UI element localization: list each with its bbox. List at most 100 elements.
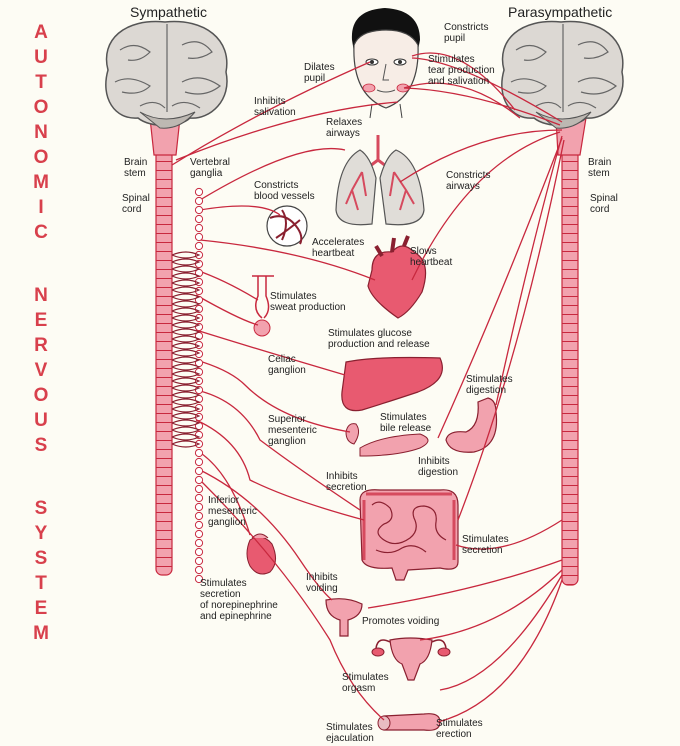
adrenal-kidney-illustration (246, 533, 276, 575)
label-constricts-airways: Constricts airways (446, 170, 491, 192)
side-title-letter: M (33, 623, 49, 644)
sympathetic-spinal-cord (155, 149, 173, 576)
ganglion-connection (171, 258, 201, 266)
label-stimulates-orgasm: Stimulates orgasm (342, 672, 389, 694)
stomach-illustration (445, 397, 498, 453)
label-stimulates-tear: Stimulates tear production and salivatio… (428, 54, 495, 87)
nerve-pathways (171, 52, 565, 723)
side-title-letter: I (38, 197, 44, 218)
ganglion-bead (194, 574, 204, 584)
uterus-illustration (371, 637, 451, 681)
label-brain-stem-right: Brain stem (588, 157, 612, 179)
sympathetic-ganglion-chain (171, 187, 204, 584)
parasympathetic-title: Parasympathetic (508, 4, 613, 20)
ganglion-connection (171, 279, 201, 287)
label-stimulates-secretion: Stimulates secretion (462, 534, 509, 556)
ganglion-bead (194, 502, 204, 512)
side-title-letter: S (34, 435, 48, 456)
label-stimulates-norepinephrine: Stimulates secretion of norepinephrine a… (200, 578, 278, 622)
ganglion-connection (171, 356, 201, 364)
label-stimulates-ejaculation: Stimulates ejaculation (326, 722, 374, 744)
parasympathetic-spinal-cord (561, 149, 579, 586)
side-title-letter: T (35, 72, 47, 93)
ganglion-connection (171, 307, 201, 315)
ganglion-connection (171, 398, 201, 406)
side-title-letter: R (34, 335, 48, 356)
ganglion-bead (194, 475, 204, 485)
ganglion-bead (194, 223, 204, 233)
ganglion-connection (171, 384, 201, 392)
ganglion-bead (194, 448, 204, 458)
label-stimulates-sweat: Stimulates sweat production (270, 291, 346, 313)
ganglion-bead (194, 214, 204, 224)
ganglion-connection (171, 314, 201, 322)
ganglion-connection (171, 426, 201, 434)
ganglion-connection (171, 419, 201, 427)
label-inhibits-digestion: Inhibits digestion (418, 456, 459, 478)
ganglion-bead (194, 241, 204, 251)
ganglion-connection (171, 293, 201, 301)
label-vertebral-ganglia: Vertebral ganglia (190, 157, 231, 179)
penis-illustration (377, 713, 441, 731)
ganglion-bead (194, 484, 204, 494)
ganglion-bead (194, 232, 204, 242)
label-constricts-pupil: Constricts pupil (444, 22, 489, 44)
ganglion-bead (194, 538, 204, 548)
ganglion-connection (171, 328, 201, 336)
side-title-letter: M (33, 172, 49, 193)
ganglion-connection (171, 363, 201, 371)
ganglion-bead (194, 457, 204, 467)
ganglion-bead (194, 520, 204, 530)
ganglion-connection (171, 272, 201, 280)
label-promotes-voiding: Promotes voiding (362, 616, 440, 627)
ganglion-connection (171, 265, 201, 273)
label-stimulates-bile: Stimulates bile release (380, 412, 432, 434)
label-relaxes-airways: Relaxes airways (326, 117, 363, 139)
ganglion-bead (194, 556, 204, 566)
blood-vessels-illustration (266, 205, 308, 247)
intestines-illustration (359, 489, 459, 581)
label-slows-heartbeat: Slows heartbeat (410, 246, 453, 268)
ganglion-bead (194, 511, 204, 521)
side-title-letter: S (34, 548, 48, 569)
side-title-letter: T (35, 573, 47, 594)
label-superior-mesenteric: Superior mesenteric ganglion (268, 414, 317, 447)
side-title-letter: U (34, 410, 48, 431)
bladder-illustration (325, 598, 363, 637)
ganglion-connection (171, 286, 201, 294)
side-title-letter: O (33, 385, 49, 406)
ganglion-bead (194, 547, 204, 557)
lungs-illustration (335, 135, 425, 226)
ganglion-bead (194, 565, 204, 575)
side-title-letter: C (34, 222, 48, 243)
label-inhibits-voiding: Inhibits voiding (306, 572, 338, 594)
side-title-letter: V (34, 360, 48, 381)
heart-illustration (367, 235, 427, 319)
label-stimulates-digestion: Stimulates digestion (466, 374, 513, 396)
right-brain (501, 20, 624, 129)
ganglion-connection (171, 433, 201, 441)
side-title-letter: O (33, 97, 49, 118)
side-title-letter: O (33, 147, 49, 168)
ganglion-connection (171, 251, 201, 259)
label-spinal-cord-right: Spinal cord (590, 193, 618, 215)
pancreas-illustration (359, 433, 429, 457)
head-illustration (351, 8, 420, 119)
label-inferior-mesenteric: Inferior mesenteric ganglion (208, 495, 257, 528)
ganglion-bead (194, 187, 204, 197)
liver-illustration (341, 356, 443, 412)
ganglion-connection (171, 342, 201, 350)
label-accelerates-heartbeat: Accelerates heartbeat (312, 237, 365, 259)
side-title-letter: E (34, 598, 48, 619)
ganglion-bead (194, 196, 204, 206)
label-inhibits-secretion: Inhibits secretion (326, 471, 367, 493)
gallbladder-illustration (345, 423, 360, 445)
ganglion-connection (171, 377, 201, 385)
side-title-letter: N (34, 122, 48, 143)
label-stimulates-erection: Stimulates erection (436, 718, 483, 740)
side-title-letter: A (34, 22, 48, 43)
label-inhibits-salivation: Inhibits salivation (254, 96, 296, 118)
ganglion-connection (171, 391, 201, 399)
ganglion-connection (171, 349, 201, 357)
